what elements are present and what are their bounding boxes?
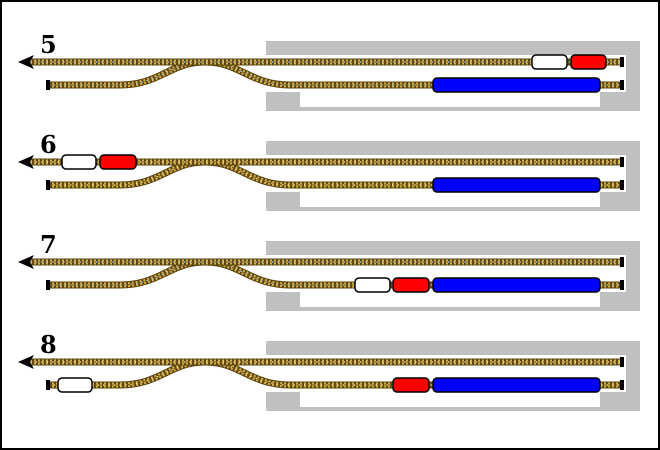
step-panel-6: 6 <box>18 130 640 211</box>
step-panel-7: 7 <box>18 230 640 311</box>
blue-cars[interactable] <box>432 377 601 393</box>
white-car[interactable] <box>57 377 93 393</box>
buffer-stop <box>620 157 624 167</box>
buffer-stop <box>620 57 624 67</box>
step-number: 6 <box>40 130 57 159</box>
buffer-stop <box>620 80 624 90</box>
locomotive[interactable] <box>570 54 607 70</box>
white-car[interactable] <box>354 277 391 293</box>
step-number: 7 <box>40 230 57 259</box>
buffer-stop <box>620 257 624 267</box>
locomotive[interactable] <box>392 277 430 293</box>
buffer-stop <box>620 280 624 290</box>
buffer-stop <box>620 380 624 390</box>
locomotive[interactable] <box>99 154 137 170</box>
step-panel-8: 8 <box>18 330 640 411</box>
left-arrow-icon <box>18 55 34 69</box>
buffer-stop <box>46 80 50 90</box>
blue-cars[interactable] <box>432 277 601 293</box>
left-arrow-icon <box>18 155 34 169</box>
left-arrow-icon <box>18 355 34 369</box>
step-number: 8 <box>40 330 57 359</box>
buffer-stop <box>46 380 50 390</box>
buffer-stop <box>46 180 50 190</box>
white-car[interactable] <box>531 54 568 70</box>
left-arrow-icon <box>18 255 34 269</box>
step-panel-5: 5 <box>18 30 640 111</box>
white-car[interactable] <box>61 154 97 170</box>
buffer-stop <box>46 280 50 290</box>
buffer-stop <box>620 180 624 190</box>
locomotive[interactable] <box>392 377 430 393</box>
blue-cars[interactable] <box>432 77 601 93</box>
blue-cars[interactable] <box>432 177 601 193</box>
step-number: 5 <box>40 30 57 59</box>
buffer-stop <box>620 357 624 367</box>
